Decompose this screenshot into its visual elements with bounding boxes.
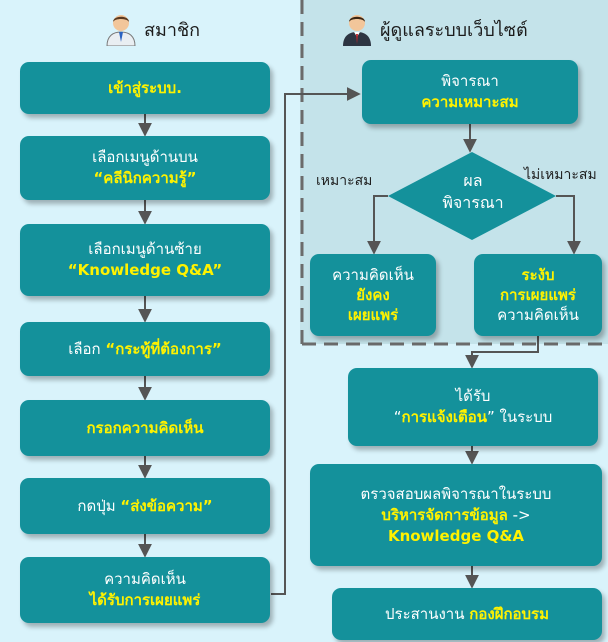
arrow-decision-to-suspend (556, 195, 581, 255)
coordinate-prefix: ประสานงาน (384, 604, 470, 623)
step-menu-left-line1: เลือกเมนูด้านซ้าย (88, 240, 202, 258)
member-header: สมาชิก (104, 12, 200, 46)
step-consider-line1: พิจารณา (441, 72, 499, 90)
step-press-send: กดปุ่ม “ส่งข้อความ” (20, 478, 270, 534)
notify-quote-close: ” (486, 408, 495, 426)
step-press-prefix: กดปุ่ม (77, 496, 121, 515)
suspend-line2: การเผยแพร่ (500, 286, 576, 304)
step-menu-top: เลือกเมนูด้านบน “คลีนิกความรู้” (20, 136, 270, 200)
arrow-decision-to-still (367, 195, 388, 255)
result-still-published: ความคิดเห็น ยังคง เผยแพร่ (310, 254, 436, 336)
suspend-line1: ระงับ (521, 266, 555, 284)
arrow-published-to-consider (271, 87, 361, 595)
decision-line1: ผล (463, 171, 483, 190)
step-published-line1: ความคิดเห็น (104, 570, 186, 588)
suspend-line3: ความคิดเห็น (497, 306, 579, 324)
step-choose-prefix: เลือก (68, 339, 106, 358)
admin-avatar-icon (343, 15, 371, 46)
still-line3: เผยแพร่ (347, 306, 399, 324)
decision-line2: พิจารณา (442, 193, 504, 212)
notify-highlight: การแจ้งเตือน (401, 408, 487, 426)
step-choose-thread: เลือก “กระทู้ที่ต้องการ” (20, 322, 270, 376)
step-consider: พิจารณา ความเหมาะสม (362, 60, 578, 124)
step-check-result: ตรวจสอบผลพิจารณาในระบบ บริหารจัดการข้อมู… (310, 464, 602, 566)
step-notification: ได้รับ “การแจ้งเตือน” ในระบบ (348, 368, 598, 446)
step-press-highlight: “ส่งข้อความ” (120, 496, 213, 515)
step-choose-highlight: “กระทู้ที่ต้องการ” (105, 339, 222, 358)
label-unsuitable: ไม่เหมาะสม (524, 167, 597, 183)
check-line1: ตรวจสอบผลพิจารณาในระบบ (360, 484, 552, 503)
step-consider-line2: ความเหมาะสม (421, 93, 519, 111)
still-line2: ยังคง (356, 286, 390, 304)
step-login: เข้าสู่ระบบ. (20, 62, 270, 114)
notify-quote-open: “ (393, 408, 402, 426)
admin-header: ผู้ดูแลระบบเว็บไซต์ (340, 12, 528, 46)
arrow-suspend-to-notify (465, 336, 539, 369)
member-avatar-icon (106, 15, 136, 46)
check-line3: Knowledge Q&A (387, 526, 525, 545)
step-menu-top-line1: เลือกเมนูด้านบน (92, 148, 198, 166)
notify-suffix: ในระบบ (494, 408, 553, 426)
step-menu-left-line2: “Knowledge Q&A” (67, 261, 223, 279)
still-line1: ความคิดเห็น (332, 266, 414, 284)
step-published-line2: ได้รับการเผยแพร่ (89, 591, 201, 609)
label-suitable: เหมาะสม (316, 173, 373, 189)
check-line2: บริหารจัดการข้อมูล -> (381, 505, 530, 526)
notify-line1: ได้รับ (455, 387, 491, 405)
decision-text: ผล พิจารณา (388, 162, 558, 222)
member-title: สมาชิก (144, 19, 201, 41)
coordinate-highlight: กองฝึกอบรม (469, 604, 549, 623)
admin-title: ผู้ดูแลระบบเว็บไซต์ (380, 19, 528, 41)
check-line2-highlight: บริหารจัดการข้อมูล (381, 505, 508, 524)
check-line2-arrow: -> (507, 505, 531, 524)
notify-line2: “การแจ้งเตือน” ในระบบ (394, 407, 553, 428)
step-menu-left: เลือกเมนูด้านซ้าย “Knowledge Q&A” (20, 224, 270, 296)
step-fill-comment: กรอกความคิดเห็น (20, 400, 270, 456)
step-fill-comment-text: กรอกความคิดเห็น (86, 418, 204, 437)
step-login-text: เข้าสู่ระบบ. (108, 78, 182, 97)
step-published: ความคิดเห็น ได้รับการเผยแพร่ (20, 557, 270, 623)
decision-diamond (388, 152, 556, 240)
result-suspend: ระงับ การเผยแพร่ ความคิดเห็น (474, 254, 602, 336)
step-menu-top-line2: “คลีนิกความรู้” (93, 169, 197, 187)
step-coordinate: ประสานงาน กองฝึกอบรม (332, 588, 602, 640)
